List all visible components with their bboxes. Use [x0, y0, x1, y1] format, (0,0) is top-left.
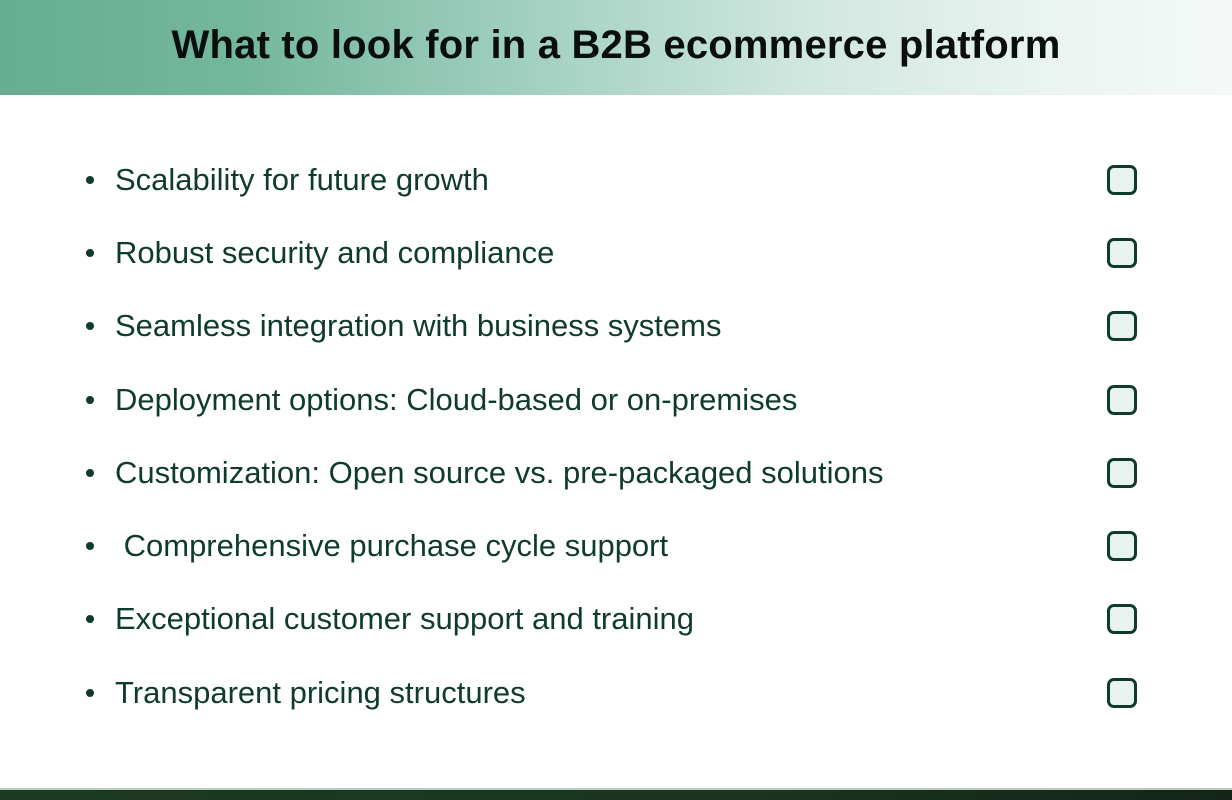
checklist-item: Deployment options: Cloud-based or on-pr… — [0, 363, 1232, 436]
checklist-item-label: Seamless integration with business syste… — [115, 308, 722, 344]
checklist-item-label: Transparent pricing structures — [115, 674, 526, 710]
checkbox[interactable] — [1107, 164, 1137, 195]
checkbox[interactable] — [1107, 457, 1137, 488]
checklist-item-label: Exceptional customer support and trainin… — [115, 601, 694, 637]
header-banner: What to look for in a B2B ecommerce plat… — [0, 0, 1232, 95]
checkbox[interactable] — [1107, 311, 1137, 342]
checklist-item: Customization: Open source vs. pre-packa… — [0, 436, 1232, 509]
checkbox[interactable] — [1107, 384, 1137, 415]
checklist-item: Transparent pricing structures — [0, 656, 1232, 729]
checkbox[interactable] — [1107, 677, 1137, 708]
bullet-icon — [86, 688, 94, 697]
checkbox[interactable] — [1107, 237, 1137, 268]
checklist-item: Scalability for future growth — [0, 143, 1232, 216]
checklist-item-label: Customization: Open source vs. pre-packa… — [115, 454, 884, 490]
bullet-icon — [86, 395, 94, 404]
checklist-item: Comprehensive purchase cycle support — [0, 509, 1232, 582]
footer-divider — [0, 788, 1232, 790]
footer-bar — [0, 790, 1232, 800]
bullet-icon — [86, 542, 94, 551]
bullet-icon — [86, 175, 94, 184]
checklist-item-label: Robust security and compliance — [115, 234, 555, 270]
checklist-item: Robust security and compliance — [0, 216, 1232, 289]
checkbox[interactable] — [1107, 604, 1137, 635]
checklist-item: Exceptional customer support and trainin… — [0, 583, 1232, 656]
checklist: Scalability for future growth Robust sec… — [0, 143, 1232, 729]
checklist-item-label: Comprehensive purchase cycle support — [115, 528, 669, 564]
checkbox[interactable] — [1107, 531, 1137, 562]
bullet-icon — [86, 322, 94, 331]
bullet-icon — [86, 615, 94, 624]
bullet-icon — [86, 468, 94, 477]
bullet-icon — [86, 248, 94, 257]
checklist-item-label: Deployment options: Cloud-based or on-pr… — [115, 381, 798, 417]
checklist-item: Seamless integration with business syste… — [0, 290, 1232, 363]
checklist-item-label: Scalability for future growth — [115, 161, 489, 197]
page-title: What to look for in a B2B ecommerce plat… — [171, 23, 1061, 67]
